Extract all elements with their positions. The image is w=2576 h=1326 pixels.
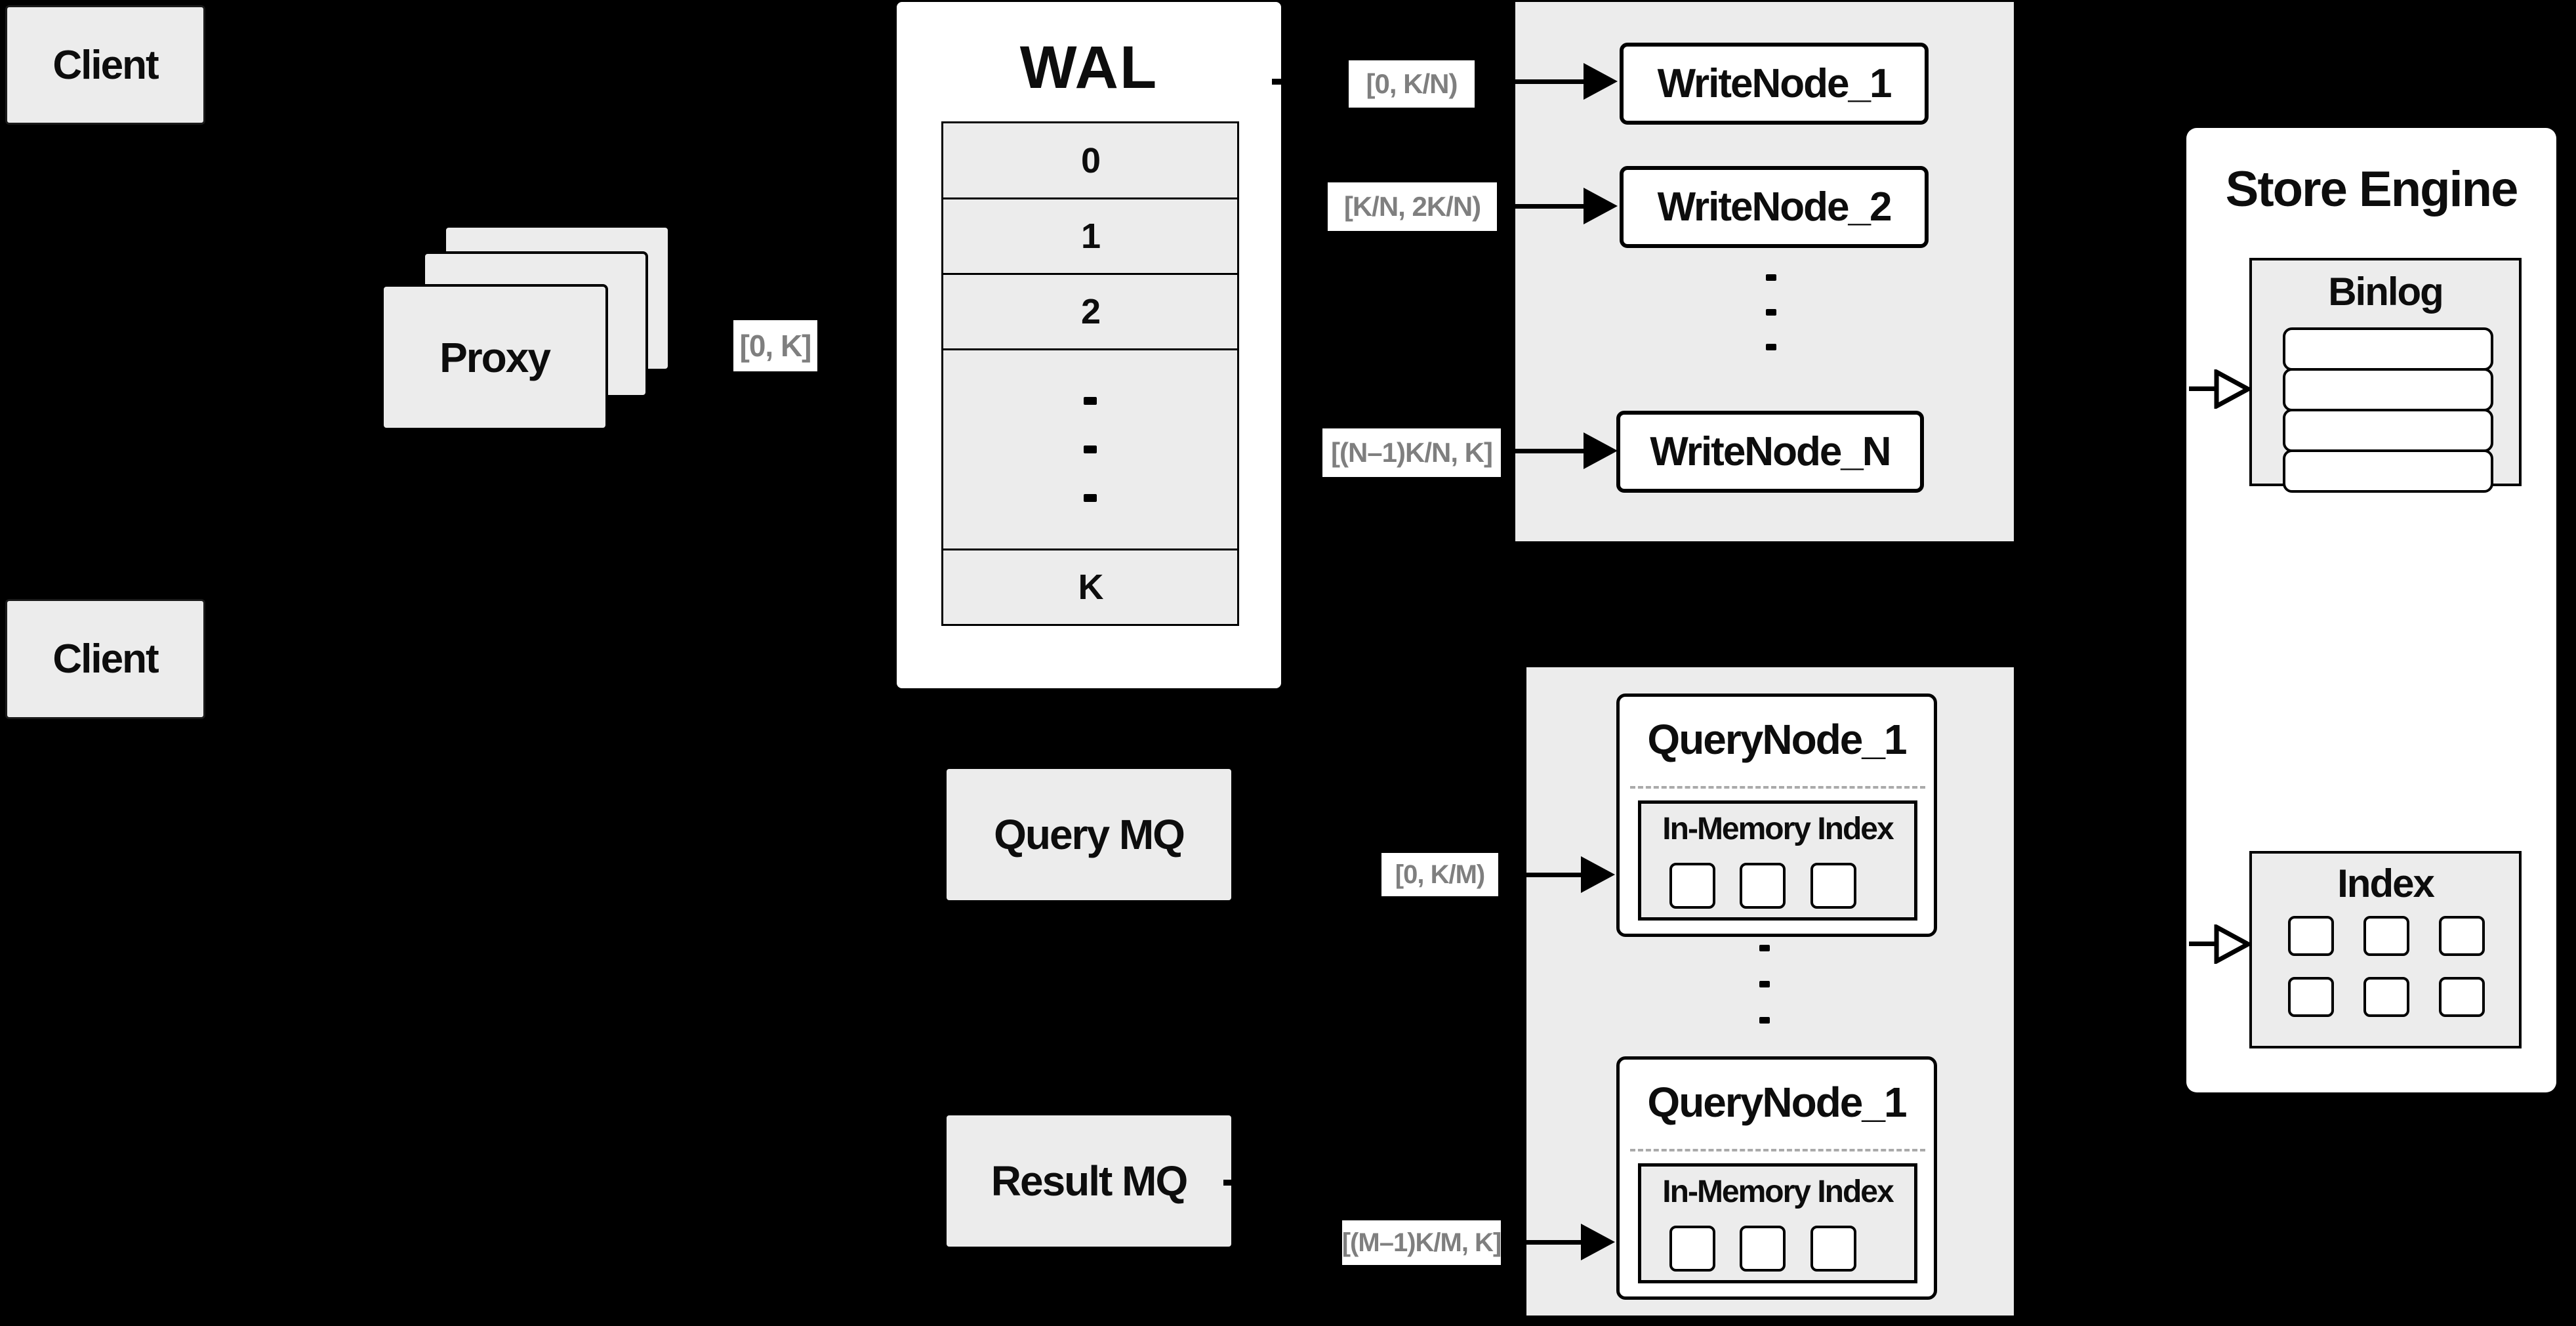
query-mq-box: Query MQ xyxy=(947,769,1231,900)
wal-title: WAL xyxy=(1019,33,1158,101)
index-segment xyxy=(1669,1226,1715,1272)
in-memory-index-bottom-label: In-Memory Index xyxy=(1662,1174,1894,1209)
binlog-row xyxy=(2283,327,2493,371)
index-segment xyxy=(1810,1226,1856,1272)
result-mq-box: Result MQ xyxy=(947,1115,1231,1247)
wal-row-2-label: 2 xyxy=(1080,292,1101,331)
wal-row-1-label: 1 xyxy=(1080,217,1101,256)
range-chip-writenode-n: [(N–1)K/N, K] xyxy=(1322,428,1501,477)
binlog-rows xyxy=(2283,327,2493,493)
querynode-top-divider xyxy=(1630,786,1925,789)
index-label: Index xyxy=(2337,861,2435,905)
arrowhead-querynode-bottom-icon xyxy=(1581,1224,1615,1260)
wal-box: WAL 0 1 2 K xyxy=(897,2,1281,688)
result-mq-arrow-stub xyxy=(1223,1180,1233,1186)
wal-row-1: 1 xyxy=(943,199,1237,275)
wal-row-0-label: 0 xyxy=(1080,140,1101,180)
arrow-writenode-n xyxy=(1503,449,1585,453)
in-memory-index-box-bottom: In-Memory Index xyxy=(1638,1163,1917,1283)
range-chip-writenode-2-text: [K/N, 2K/N) xyxy=(1343,191,1481,222)
writenode-1-label: WriteNode_1 xyxy=(1657,61,1892,106)
open-arrowhead-binlog-icon xyxy=(2214,369,2251,409)
wal-row-k: K xyxy=(943,550,1237,624)
in-memory-index-top-label: In-Memory Index xyxy=(1662,811,1894,846)
range-chip-writenode-2: [K/N, 2K/N) xyxy=(1328,182,1497,231)
client-box-bottom: Client xyxy=(5,599,205,719)
writenode-1-box: WriteNode_1 xyxy=(1620,43,1929,125)
index-segment xyxy=(1669,863,1715,909)
arrow-index xyxy=(2189,942,2217,946)
querynode-bottom-title: QueryNode_1 xyxy=(1647,1079,1907,1126)
vertical-ellipsis-icon xyxy=(1759,945,1770,1024)
binlog-row xyxy=(2283,368,2493,411)
writenode-n-box: WriteNode_N xyxy=(1616,411,1924,493)
wal-table: 0 1 2 K xyxy=(941,121,1239,626)
in-memory-index-box-top: In-Memory Index xyxy=(1638,800,1917,921)
writenode-2-label: WriteNode_2 xyxy=(1657,184,1892,230)
index-segment xyxy=(2363,916,2409,956)
arrowhead-writenode-2-icon xyxy=(1584,188,1618,224)
proxy-card-front: Proxy xyxy=(381,284,608,430)
arrowhead-writenode-1-icon xyxy=(1584,63,1618,100)
binlog-box: Binlog xyxy=(2249,258,2522,493)
arrow-querynode-bottom xyxy=(1503,1240,1582,1245)
wal-row-k-label: K xyxy=(1078,568,1104,607)
query-mq-label: Query MQ xyxy=(994,811,1185,858)
range-chip-writenode-1-text: [0, K/N) xyxy=(1366,68,1458,99)
client-top-label: Client xyxy=(52,42,159,88)
index-segment xyxy=(1740,1226,1786,1272)
binlog-row xyxy=(2283,409,2493,452)
range-chip-writenode-n-text: [(N–1)K/N, K] xyxy=(1331,437,1493,468)
index-segment xyxy=(1810,863,1856,909)
range-chip-querynode-bottom: [(M–1)K/M, K] xyxy=(1341,1220,1502,1265)
index-segment xyxy=(2363,977,2409,1017)
arrowhead-writenode-n-icon xyxy=(1584,432,1618,469)
arrow-writenode-2 xyxy=(1500,204,1585,209)
client-box-top: Client xyxy=(5,5,205,125)
open-arrowhead-index-icon xyxy=(2214,924,2251,964)
writenode-n-label: WriteNode_N xyxy=(1650,429,1891,474)
querynode-bottom-divider xyxy=(1630,1149,1925,1151)
binlog-label: Binlog xyxy=(2328,269,2444,314)
querynode-top-box: QueryNode_1 In-Memory Index xyxy=(1616,694,1937,937)
result-mq-label: Result MQ xyxy=(991,1157,1188,1205)
arrow-querynode-top xyxy=(1500,873,1582,877)
store-engine-box: Store Engine Binlog Index xyxy=(2186,128,2556,1092)
range-chip-querynode-top: [0, K/M) xyxy=(1381,853,1498,896)
wal-row-2: 2 xyxy=(943,275,1237,350)
proxy-label: Proxy xyxy=(440,333,551,381)
binlog-row xyxy=(2283,449,2493,493)
index-segment xyxy=(2288,916,2334,956)
wal-row-ellipsis xyxy=(943,350,1237,550)
index-segment xyxy=(2439,916,2485,956)
range-chip-writenode-1: [0, K/N) xyxy=(1349,60,1475,108)
vertical-ellipsis-icon xyxy=(1766,274,1776,350)
arrowhead-querynode-top-icon xyxy=(1581,856,1615,893)
arrow-binlog xyxy=(2189,386,2217,391)
vertical-ellipsis-icon xyxy=(1084,397,1097,502)
range-chip-proxy: [0, K] xyxy=(733,320,817,371)
wal-row-0: 0 xyxy=(943,123,1237,199)
index-segment xyxy=(2439,977,2485,1017)
range-chip-proxy-text: [0, K] xyxy=(739,329,812,363)
querynode-top-title: QueryNode_1 xyxy=(1647,716,1907,763)
index-segment xyxy=(2288,977,2334,1017)
range-chip-querynode-bottom-text: [(M–1)K/M, K] xyxy=(1341,1228,1502,1257)
writenode-2-box: WriteNode_2 xyxy=(1620,166,1929,248)
store-engine-title: Store Engine xyxy=(2225,161,2519,217)
arrow-writenode-1 xyxy=(1477,79,1585,84)
client-bottom-label: Client xyxy=(52,636,159,682)
range-chip-querynode-top-text: [0, K/M) xyxy=(1395,860,1485,889)
querynode-bottom-box: QueryNode_1 In-Memory Index xyxy=(1616,1056,1937,1300)
wal-arrow-stub xyxy=(1272,79,1281,85)
index-segment xyxy=(1740,863,1786,909)
index-box: Index xyxy=(2249,851,2522,1048)
